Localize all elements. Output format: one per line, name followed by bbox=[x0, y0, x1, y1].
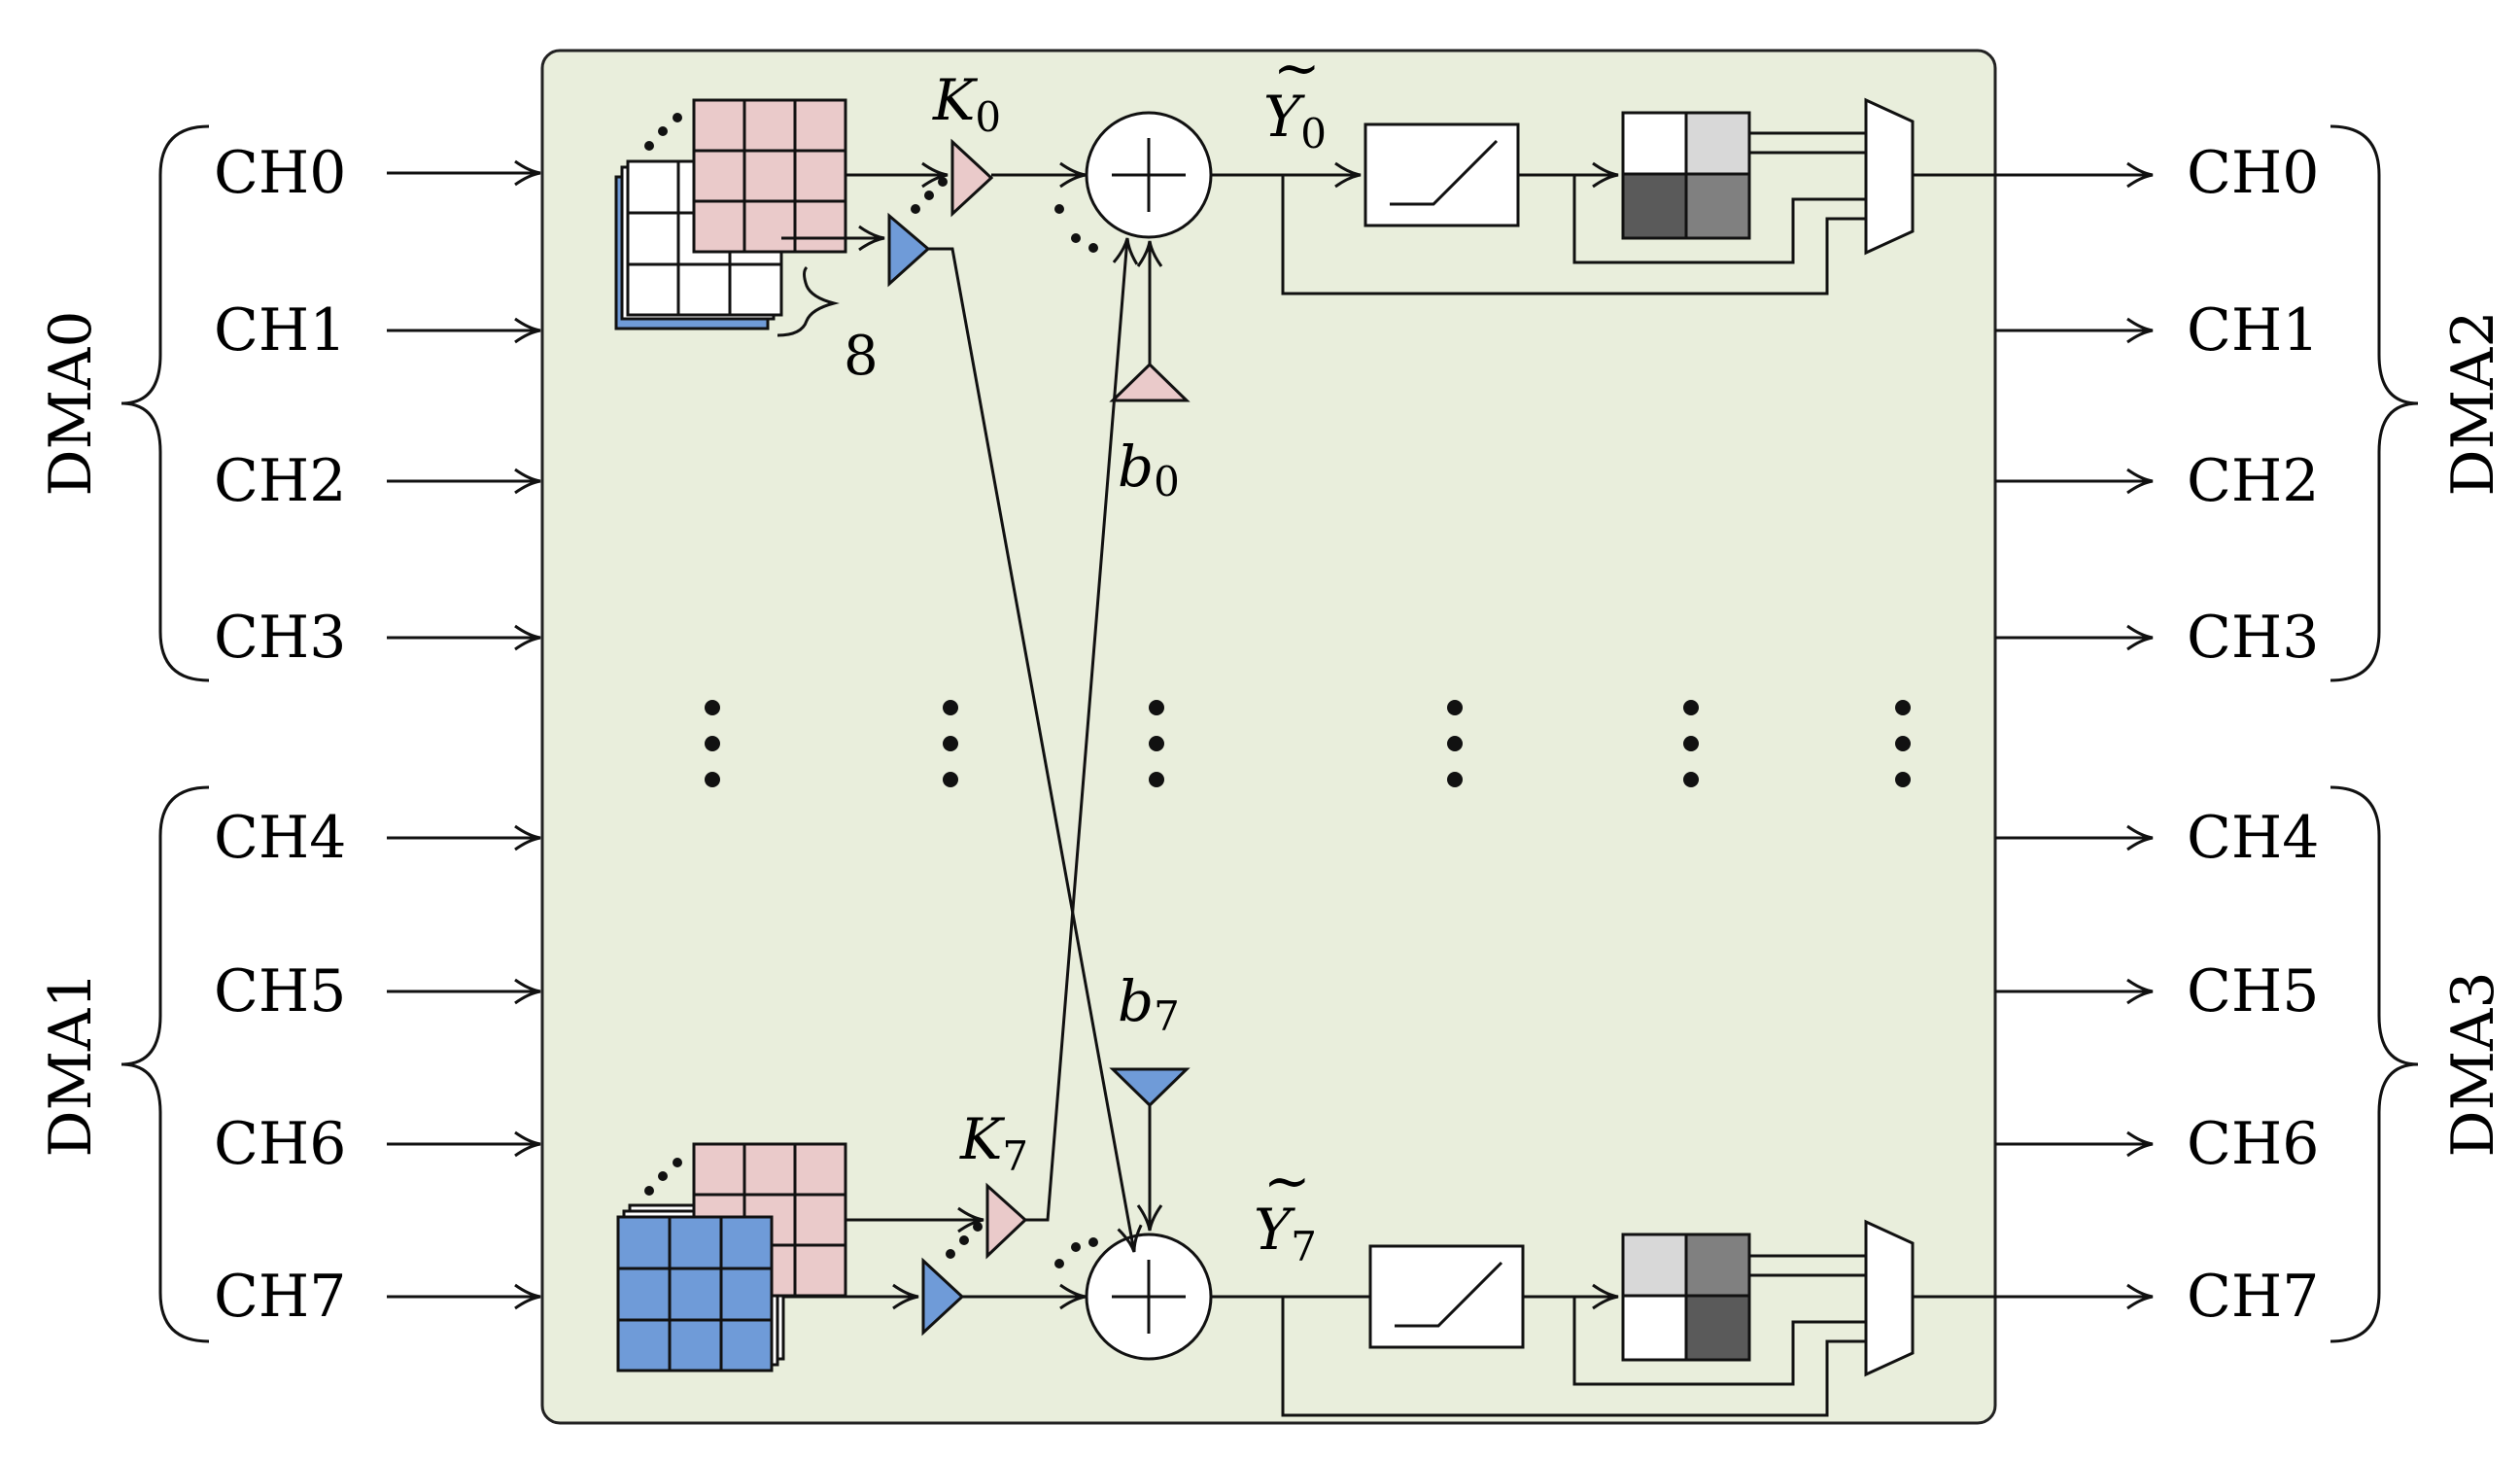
right-brace-dma2 bbox=[2330, 124, 2419, 682]
left-ch-label: CH6 bbox=[214, 1110, 346, 1178]
bias-triangle-icon bbox=[1109, 1067, 1191, 1108]
dma-label: DMA2 bbox=[2439, 310, 2507, 496]
kernel-label: K7 bbox=[959, 1106, 1028, 1180]
right-ch-label: CH0 bbox=[2187, 139, 2319, 207]
ellipsis-dots bbox=[1149, 700, 1164, 787]
ellipsis-dots bbox=[1447, 700, 1463, 787]
activation-relu-ramp-icon bbox=[1364, 122, 1520, 227]
left-ch-label: CH4 bbox=[214, 804, 346, 872]
adder-circle-plus-icon bbox=[1085, 111, 1213, 239]
adder-dots bbox=[1054, 204, 1098, 253]
ellipsis-dots bbox=[705, 700, 720, 787]
adder-circle-plus-icon bbox=[1085, 1233, 1213, 1361]
left-ch-label: CH3 bbox=[214, 604, 346, 672]
dma-label: DMA1 bbox=[37, 971, 105, 1157]
right-brace-dma3 bbox=[2330, 785, 2419, 1343]
vertical-ellipsis-group bbox=[705, 700, 1911, 787]
kernel-dots bbox=[946, 1222, 983, 1259]
depth-dots bbox=[644, 1158, 682, 1196]
dma-label: DMA3 bbox=[2439, 971, 2507, 1157]
depth-label: 8 bbox=[844, 325, 879, 388]
left-brace-dma1 bbox=[121, 785, 210, 1343]
right-ch-label: CH7 bbox=[2187, 1263, 2319, 1331]
pipeline-lane-7: K7 b7 Y7 ~ bbox=[616, 968, 2154, 1417]
activation-relu-ramp-icon bbox=[1368, 1244, 1525, 1349]
depth-dots bbox=[644, 113, 682, 151]
kernel-label: K0 bbox=[932, 67, 1001, 141]
bias-label: b7 bbox=[1118, 968, 1180, 1040]
right-ch-label: CH3 bbox=[2187, 604, 2319, 672]
left-ch-label: CH1 bbox=[214, 296, 346, 365]
kernel-dots bbox=[911, 177, 948, 214]
pool-grid bbox=[1621, 111, 1751, 240]
kernel-triangle-icon bbox=[921, 1257, 965, 1337]
left-ch-label: CH0 bbox=[214, 139, 346, 207]
right-ch-label: CH4 bbox=[2187, 804, 2319, 872]
ellipsis-dots bbox=[1683, 700, 1699, 787]
left-input-channels: CH0 CH1 CH2 CH3 CH4 CH5 CH6 CH7 DMA0 DMA… bbox=[37, 124, 541, 1343]
depth-brace bbox=[777, 265, 840, 337]
pool-to-mux-wire bbox=[1572, 175, 1866, 264]
left-ch-label: CH7 bbox=[214, 1263, 346, 1331]
output-accent: ~ bbox=[1273, 35, 1321, 101]
mux-trapezoid-icon bbox=[1864, 1219, 1915, 1377]
ellipsis-dots bbox=[943, 700, 958, 787]
right-ch-label: CH5 bbox=[2187, 957, 2319, 1025]
feature-map-blue bbox=[616, 1215, 774, 1372]
kernel-triangle-icon bbox=[887, 212, 931, 288]
pool-to-mux-wire bbox=[1572, 1297, 1866, 1386]
right-ch-label: CH2 bbox=[2187, 447, 2319, 515]
bias-triangle-icon bbox=[1109, 362, 1191, 402]
left-ch-label: CH5 bbox=[214, 957, 346, 1025]
bypass-to-mux-wire bbox=[1281, 175, 1866, 295]
output-accent: ~ bbox=[1263, 1148, 1311, 1214]
pool-grid bbox=[1621, 1233, 1751, 1362]
left-brace-dma0 bbox=[121, 124, 210, 682]
adder-dots bbox=[1054, 1237, 1098, 1268]
bias-label: b0 bbox=[1118, 434, 1180, 505]
output-label: Y0 bbox=[1263, 84, 1327, 157]
right-output-channels: CH0 CH1 CH2 CH3 CH4 CH5 CH6 CH7 DMA2 DMA… bbox=[1995, 124, 2507, 1343]
accelerator-panel bbox=[540, 49, 1997, 1425]
ellipsis-dots bbox=[1895, 700, 1911, 787]
cross-wire-pink-to-lane0 bbox=[1025, 237, 1139, 1222]
pipeline-lane-0: 8 K0 b0 Y0 ~ bbox=[614, 35, 2154, 505]
right-ch-label: CH6 bbox=[2187, 1110, 2319, 1178]
dma-label: DMA0 bbox=[37, 310, 105, 496]
mux-trapezoid-icon bbox=[1864, 97, 1915, 256]
left-ch-label: CH2 bbox=[214, 447, 346, 515]
bypass-to-mux-wire bbox=[1281, 1297, 1866, 1417]
output-label: Y7 bbox=[1254, 1197, 1317, 1270]
feature-map-pink bbox=[692, 98, 847, 254]
kernel-triangle-icon bbox=[985, 1182, 1028, 1260]
kernel-triangle-icon bbox=[950, 138, 994, 218]
right-ch-label: CH1 bbox=[2187, 296, 2319, 365]
